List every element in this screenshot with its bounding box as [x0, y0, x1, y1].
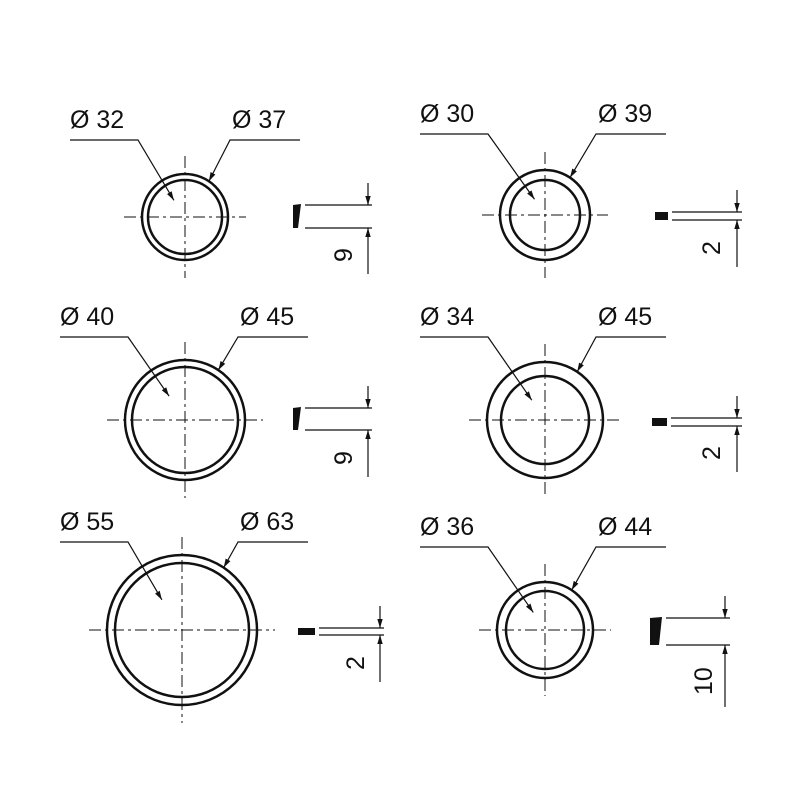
inner-diameter-leader: [70, 139, 175, 201]
outer-circle: [495, 580, 595, 680]
outer-diameter-label: Ø 45: [598, 303, 652, 331]
outer-diameter-label: Ø 44: [598, 513, 652, 541]
outer-diameter-leader: [223, 541, 308, 568]
inner-diameter-label: Ø 32: [70, 106, 124, 134]
inner-circle: [508, 178, 582, 252]
cross-section-profile: [652, 418, 667, 426]
inner-circle: [146, 178, 224, 256]
inner-circle: [499, 374, 591, 466]
thickness-label: 10: [690, 667, 718, 695]
ring-4: Ø 34 Ø 45 2: [420, 303, 742, 496]
wedge-profile: [650, 617, 662, 645]
inner-diameter-leader: [420, 133, 535, 200]
outer-diameter-label: Ø 37: [232, 106, 286, 134]
thickness-label: 2: [698, 241, 726, 255]
outer-diameter-leader: [571, 546, 666, 591]
outer-diameter-label: Ø 63: [240, 508, 294, 536]
inner-diameter-label: Ø 40: [60, 303, 114, 331]
outer-diameter-label: Ø 45: [240, 303, 294, 331]
inner-diameter-leader: [420, 546, 534, 613]
cross-section-profile: [293, 204, 301, 228]
wedge-profile: [293, 407, 301, 430]
flat-profile: [655, 212, 668, 220]
inner-diameter-leader: [60, 336, 170, 397]
cross-section-profile: [650, 617, 662, 645]
flat-profile: [652, 418, 667, 426]
inner-diameter-label: Ø 34: [420, 303, 474, 331]
outer-diameter-leader: [217, 336, 308, 371]
outer-circle: [105, 553, 259, 707]
outer-diameter-leader: [569, 133, 666, 178]
cross-section-profile: [293, 407, 301, 430]
wedge-profile: [293, 204, 301, 228]
outer-circle: [498, 168, 592, 262]
inner-circle: [504, 589, 586, 671]
outer-circle: [485, 360, 605, 480]
ring-5: Ø 55 Ø 63 2: [60, 508, 384, 723]
ring-2: Ø 30 Ø 39 2: [420, 100, 742, 278]
outer-diameter-leader: [208, 139, 300, 182]
cross-section-profile: [298, 628, 315, 635]
thickness-label: 2: [698, 446, 726, 460]
inner-diameter-leader: [60, 541, 163, 601]
ring-6: Ø 36 Ø 44 10: [420, 513, 730, 707]
cross-section-profile: [655, 212, 668, 220]
thickness-label: 9: [330, 248, 358, 262]
inner-circle: [113, 561, 251, 699]
outer-diameter-leader: [576, 336, 666, 373]
ring-1: Ø 32 Ø 37 9: [70, 106, 372, 278]
outer-circle: [140, 172, 230, 262]
inner-diameter-label: Ø 30: [420, 100, 474, 128]
ring-3: Ø 40 Ø 45 9: [60, 303, 372, 498]
thickness-label: 2: [342, 656, 370, 670]
outer-diameter-label: Ø 39: [598, 100, 652, 128]
inner-diameter-label: Ø 36: [420, 513, 474, 541]
inner-diameter-label: Ø 55: [60, 508, 114, 536]
outer-circle: [123, 358, 247, 482]
inner-circle: [130, 365, 240, 475]
flat-profile: [298, 628, 315, 635]
thickness-label: 9: [330, 451, 358, 465]
inner-diameter-leader: [420, 336, 533, 401]
